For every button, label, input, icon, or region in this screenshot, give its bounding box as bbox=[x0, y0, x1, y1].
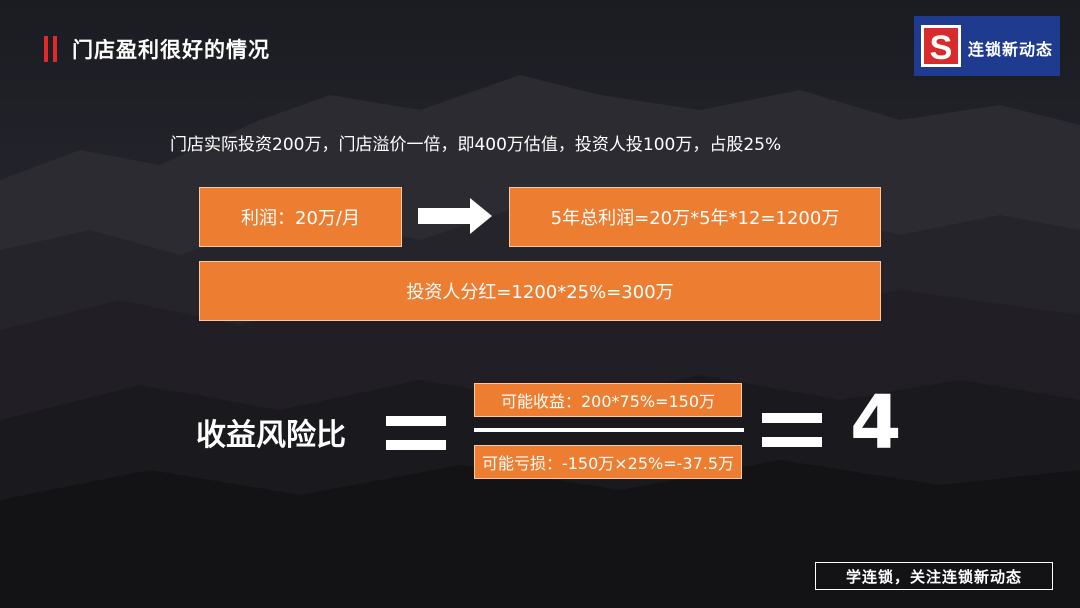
investor-dividend-box: 投资人分红=1200*25%=300万 bbox=[199, 261, 881, 321]
monthly-profit-box: 利润：20万/月 bbox=[199, 187, 402, 247]
equals-sign-icon bbox=[386, 416, 446, 450]
title-accent-bars bbox=[44, 36, 60, 62]
logo-letter: S bbox=[930, 29, 953, 67]
equals-sign-icon bbox=[762, 413, 822, 447]
total-profit-box: 5年总利润=20万*5年*12=1200万 bbox=[509, 187, 881, 247]
risk-reward-ratio-label: 收益风险比 bbox=[196, 418, 346, 453]
potential-gain-box: 可能收益：200*75%=150万 bbox=[474, 383, 742, 417]
logo-text: 连锁新动态 bbox=[968, 40, 1054, 59]
ratio-result: 4 bbox=[850, 380, 902, 466]
page-title: 门店盈利很好的情况 bbox=[72, 38, 270, 62]
right-arrow-icon bbox=[418, 198, 492, 234]
potential-loss-box: 可能亏损：-150万×25%=-37.5万 bbox=[474, 445, 742, 479]
footer-slogan: 学连锁，关注连锁新动态 bbox=[815, 562, 1053, 590]
brand-logo: S 连锁新动态 bbox=[914, 16, 1060, 76]
investment-description: 门店实际投资200万，门店溢价一倍，即400万估值，投资人投100万，占股25% bbox=[170, 135, 782, 155]
fraction-line bbox=[474, 428, 744, 432]
logo-s-icon: S bbox=[921, 25, 961, 67]
